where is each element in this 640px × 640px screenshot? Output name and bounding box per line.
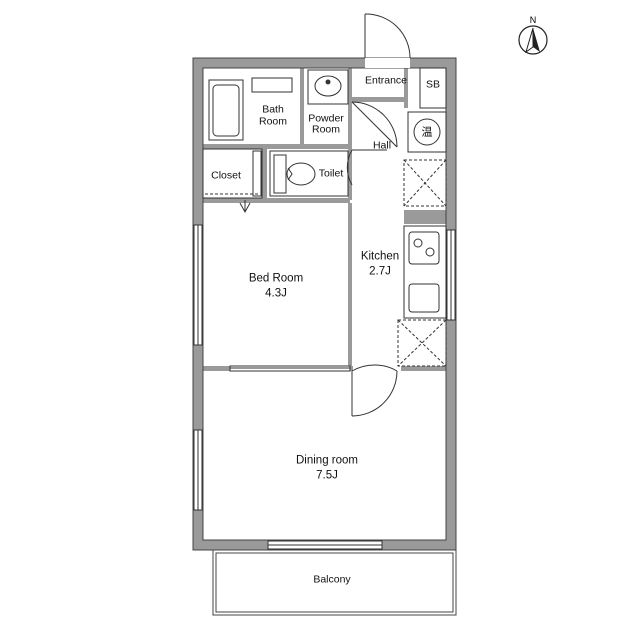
water-heater-label: 温: [421, 125, 433, 139]
toilet-fixture: [269, 150, 349, 197]
powder-room-label-line1: Powder: [308, 112, 344, 125]
kitchen-size-label: 2.7J: [369, 265, 391, 278]
hall-label: Hall: [372, 139, 392, 152]
washbasin: [307, 69, 349, 105]
dining-size-label: 7.5J: [316, 469, 338, 482]
shoe-box-label: SB: [425, 78, 441, 91]
kitchen-name-label: Kitchen: [360, 250, 400, 263]
bath-room-label-line1: Bath: [262, 103, 284, 116]
entrance-label: Entrance: [364, 74, 408, 87]
interior-doors: [239, 101, 398, 417]
powder-room-label-line2: Room: [311, 123, 341, 136]
entrance-fixtures: [407, 67, 447, 153]
north-label: N: [529, 15, 537, 25]
bedroom-name-label: Bed Room: [248, 272, 304, 285]
bathtub: [208, 77, 293, 141]
windows: [193, 224, 456, 550]
bath-room-label-line2: Room: [258, 115, 288, 128]
balcony-label: Balcony: [313, 573, 351, 586]
north-arrow-icon: [518, 25, 548, 55]
closet-label: Closet: [211, 169, 241, 182]
closet: [202, 148, 263, 199]
balcony-area: [212, 549, 457, 616]
toilet-label: Toilet: [318, 167, 344, 180]
bedroom-size-label: 4.3J: [265, 287, 287, 300]
dining-name-label: Dining room: [296, 454, 358, 467]
kitchen-counter: [397, 159, 447, 367]
entrance-door: [364, 13, 411, 68]
